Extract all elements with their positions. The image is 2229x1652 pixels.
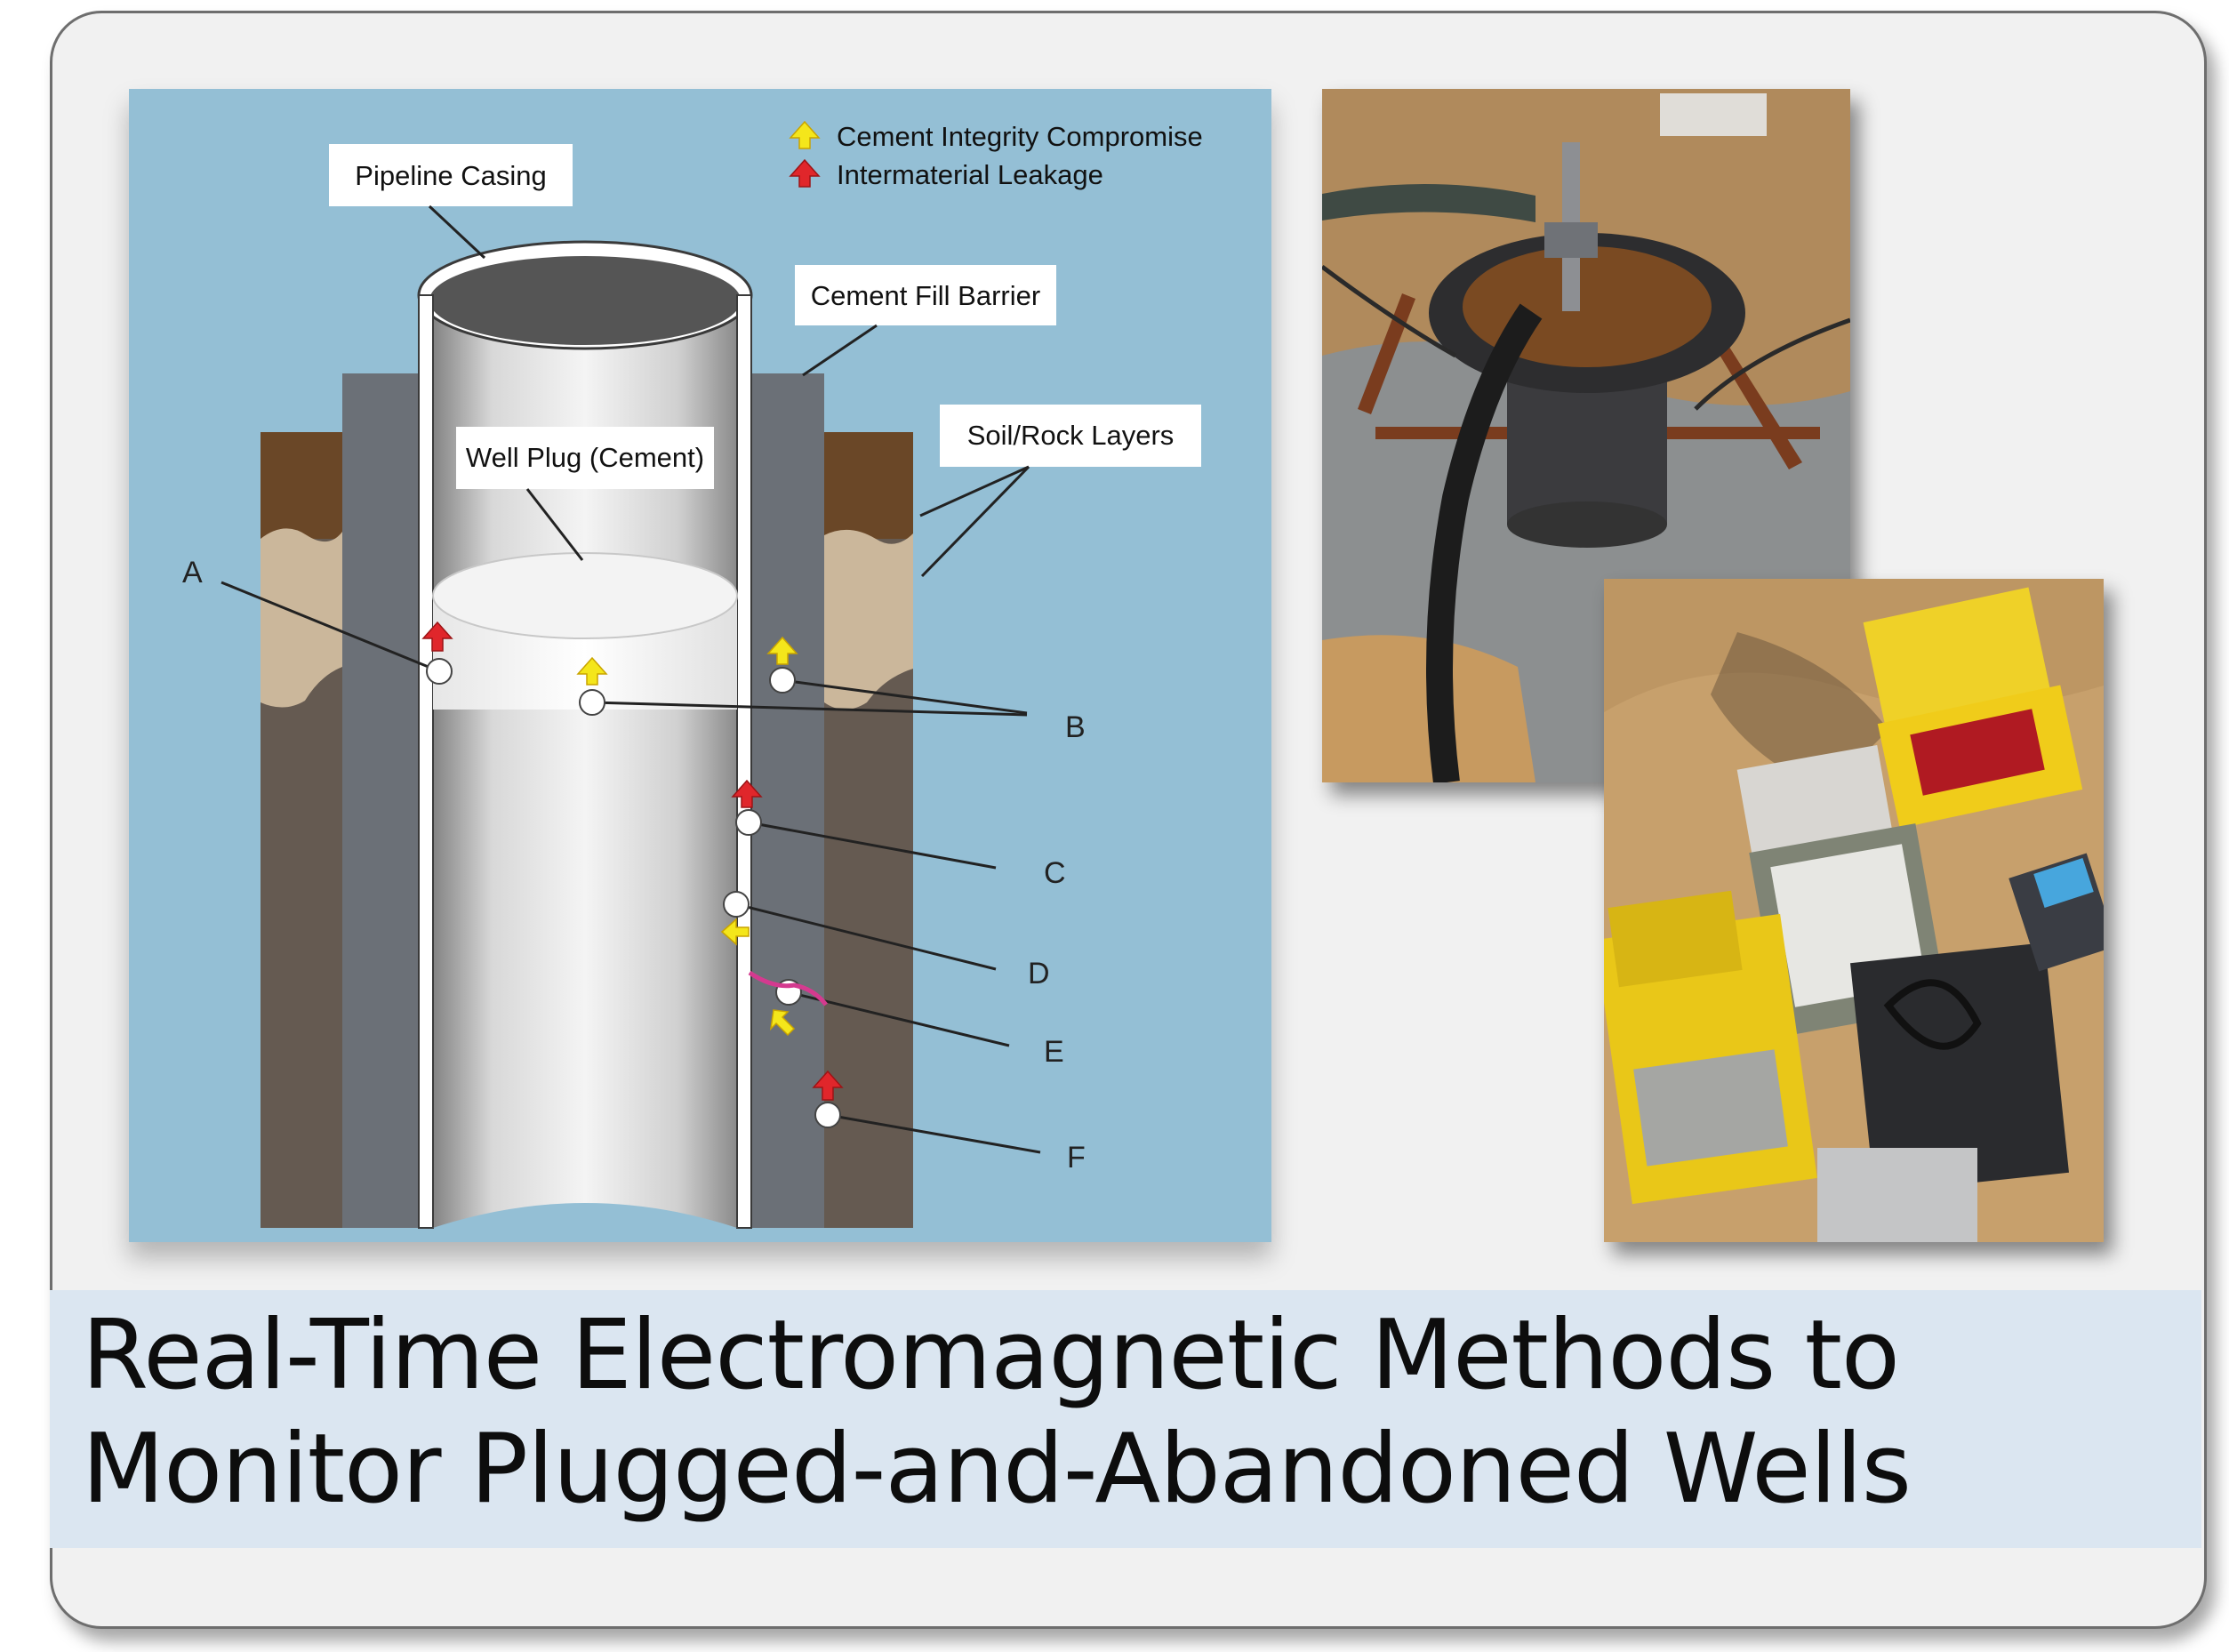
callout-soil-rock-layers-label: Soil/Rock Layers [967, 420, 1175, 451]
callout-well-plug-label: Well Plug (Cement) [466, 442, 704, 473]
legend: Cement Integrity Compromise Intermateria… [789, 120, 1203, 190]
title-band: Real-Time Electromagnetic Methods to Mon… [50, 1290, 2201, 1548]
cement-fill-barrier-left [342, 373, 419, 1228]
callout-soil-rock-layers: Soil/Rock Layers [919, 405, 1201, 578]
marker-b: B [1065, 710, 1086, 744]
cement-integrity-arrow-icon [789, 120, 821, 149]
leak-path-e [748, 970, 828, 1006]
cement-fill-barrier-right [751, 373, 824, 1228]
leakage-arrow-c-icon [731, 779, 763, 808]
integrity-arrow-b-barrier-icon [766, 636, 798, 665]
marker-c: C [1044, 856, 1066, 890]
well-leakage-diagram: Cement Integrity Compromise Intermateria… [129, 89, 1271, 1242]
legend-cement-integrity: Cement Integrity Compromise [837, 121, 1203, 152]
callout-pipeline-casing-label: Pipeline Casing [355, 160, 546, 191]
intermaterial-leakage-arrows [421, 621, 844, 1101]
marker-f: F [1067, 1141, 1086, 1175]
marker-letters: A B C D E F [182, 556, 1086, 1175]
integrity-arrow-e-icon [769, 1009, 796, 1037]
well-plug-cement [432, 552, 738, 710]
monitoring-equipment-photo [1604, 579, 2104, 1242]
callout-well-plug: Well Plug (Cement) [456, 427, 714, 561]
callout-cement-fill-barrier: Cement Fill Barrier [795, 265, 1056, 377]
soil-rock-layers-left [261, 432, 342, 1228]
integrity-arrow-d-icon [720, 918, 750, 946]
marker-d: D [1028, 957, 1050, 990]
legend-intermaterial-leakage: Intermaterial Leakage [837, 159, 1103, 190]
integrity-arrow-b-plug-icon [576, 656, 608, 686]
marker-e: E [1044, 1035, 1064, 1069]
leakage-arrow-f-icon [812, 1070, 844, 1101]
slide-title-line-2: Monitor Plugged-and-Abandoned Wells [82, 1414, 1912, 1525]
marker-a: A [182, 556, 203, 589]
cement-integrity-arrows [576, 636, 798, 1037]
callout-pipeline-casing: Pipeline Casing [329, 144, 573, 260]
callout-cement-fill-barrier-label: Cement Fill Barrier [811, 280, 1040, 311]
slide-title-line-1: Real-Time Electromagnetic Methods to [82, 1300, 1900, 1411]
soil-rock-layers-right [824, 432, 913, 1228]
leakage-arrow-a-icon [421, 621, 453, 652]
pipeline-casing [417, 240, 753, 1229]
intermaterial-leakage-arrow-icon [789, 158, 821, 188]
